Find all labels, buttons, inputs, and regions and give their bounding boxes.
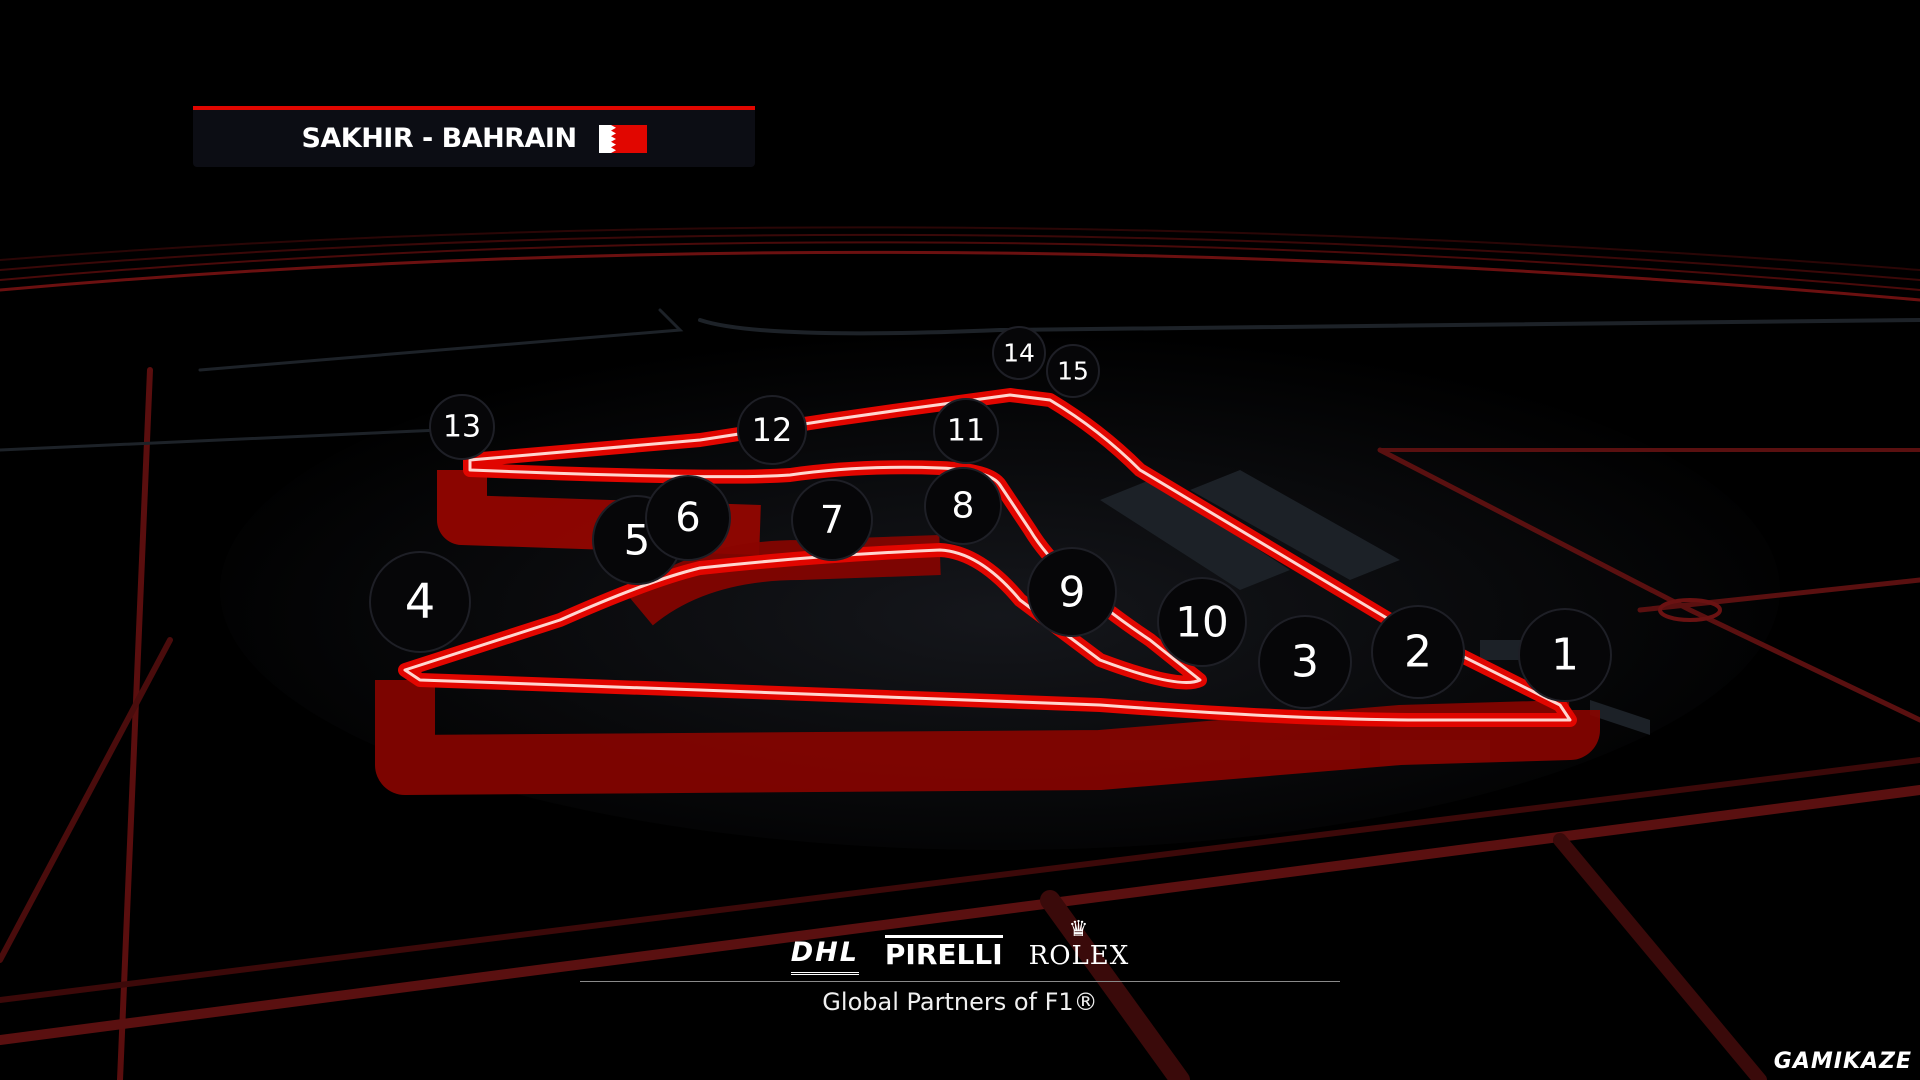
corner-marker-disc — [1371, 605, 1465, 699]
background-roads — [0, 226, 1920, 1080]
watermark: GAMIKAZE — [1773, 1049, 1912, 1074]
corner-number: 8 — [952, 486, 975, 527]
corner-marker-disc — [369, 551, 471, 653]
corner-marker-disc — [791, 479, 873, 561]
corner-marker-12: 12 — [737, 395, 807, 465]
circuit-title-card: SAKHIR - BAHRAIN — [193, 106, 755, 167]
corner-number: 3 — [1291, 637, 1319, 688]
corner-marker-disc — [933, 398, 999, 464]
corner-marker-2: 2 — [1371, 605, 1465, 699]
corner-marker-1: 1 — [1518, 608, 1612, 702]
pirelli-logo: PIRELLI — [884, 935, 1003, 975]
corner-marker-8: 8 — [924, 467, 1002, 545]
corner-marker-disc — [429, 394, 495, 460]
corner-marker-disc — [924, 467, 1002, 545]
corner-number: 4 — [405, 574, 436, 630]
circuit-title: SAKHIR - BAHRAIN — [301, 123, 577, 154]
corner-marker-3: 3 — [1258, 615, 1352, 709]
corner-marker-13: 13 — [429, 394, 495, 460]
rolex-wordmark: ROLEX — [1028, 941, 1130, 971]
corner-marker-disc — [1027, 547, 1117, 637]
corner-number: 13 — [443, 410, 481, 445]
corner-marker-disc — [1157, 577, 1247, 667]
corner-number: 10 — [1175, 598, 1228, 647]
corner-number: 2 — [1404, 627, 1432, 678]
corner-marker-4: 4 — [369, 551, 471, 653]
corner-marker-disc — [1518, 608, 1612, 702]
corner-marker-11: 11 — [933, 398, 999, 464]
corner-number: 15 — [1057, 357, 1089, 386]
dhl-logo: DHL — [790, 937, 859, 975]
corner-number: 1 — [1551, 630, 1579, 681]
corner-number: 12 — [752, 411, 793, 449]
partners-tagline: Global Partners of F1® — [822, 988, 1098, 1016]
corner-number: 14 — [1003, 339, 1035, 368]
partners-divider — [580, 981, 1340, 982]
corner-marker-7: 7 — [791, 479, 873, 561]
corner-marker-15: 15 — [1046, 344, 1100, 398]
corner-marker-14: 14 — [992, 326, 1046, 380]
partner-logos: DHL PIRELLI ♛ ROLEX — [580, 915, 1340, 975]
partners-banner: DHL PIRELLI ♛ ROLEX Global Partners of F… — [580, 915, 1340, 1016]
corner-number: 9 — [1059, 568, 1086, 617]
corner-marker-disc — [737, 395, 807, 465]
bahrain-flag-icon — [598, 124, 647, 153]
corner-number: 6 — [675, 495, 700, 541]
rolex-logo: ♛ ROLEX — [1029, 919, 1130, 975]
corner-marker-disc — [992, 326, 1046, 380]
corner-marker-6: 6 — [645, 475, 731, 561]
corner-marker-disc — [645, 475, 731, 561]
crown-icon: ♛ — [1068, 917, 1090, 942]
corner-marker-disc — [1258, 615, 1352, 709]
corner-marker-9: 9 — [1027, 547, 1117, 637]
corner-number: 7 — [820, 498, 844, 542]
corner-marker-disc — [1046, 344, 1100, 398]
corner-number: 11 — [947, 414, 985, 449]
corner-marker-10: 10 — [1157, 577, 1247, 667]
